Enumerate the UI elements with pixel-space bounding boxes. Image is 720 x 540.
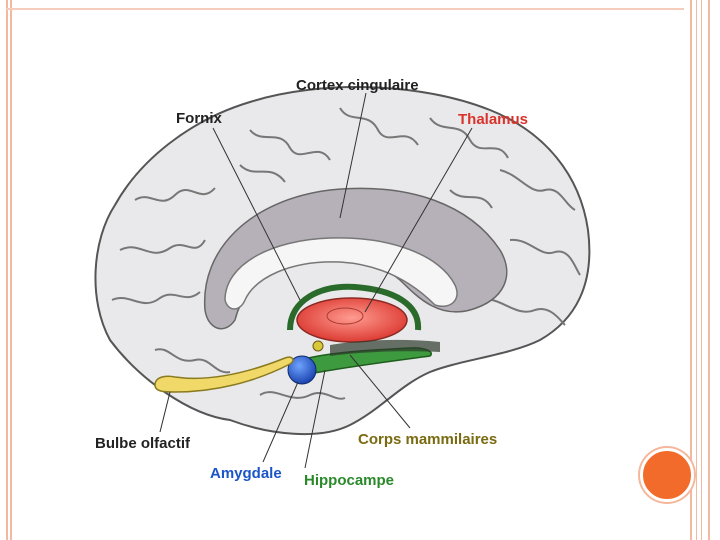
label-bulbe-olfactif: Bulbe olfactif [95,435,191,452]
amygdale-structure [287,355,317,385]
right-border-inner [696,0,702,540]
left-border-decoration [6,0,12,540]
thalamus-structure [296,297,408,343]
label-thalamus: Thalamus [458,111,528,128]
label-corps-mammilaires: Corps mammilaires [358,431,497,448]
corps-mammilaires-structure [312,340,324,352]
top-border-decoration [6,8,684,10]
bulbe-olfactif-structure [154,356,294,393]
label-pointer-lines [159,92,473,469]
label-amygdale: Amygdale [210,465,282,482]
thalamus-highlight [326,307,364,325]
corpus-callosum [224,237,458,310]
fornix-structure [287,283,422,331]
right-border-decoration [690,0,710,540]
label-fornix: Fornix [176,110,222,127]
label-hippocampe: Hippocampe [304,472,394,489]
label-cortex-cingulaire: Cortex cingulaire [296,77,419,94]
brainstem-shadow [330,339,440,356]
gyri-folds [111,107,581,400]
slide-marker-circle [640,448,694,502]
